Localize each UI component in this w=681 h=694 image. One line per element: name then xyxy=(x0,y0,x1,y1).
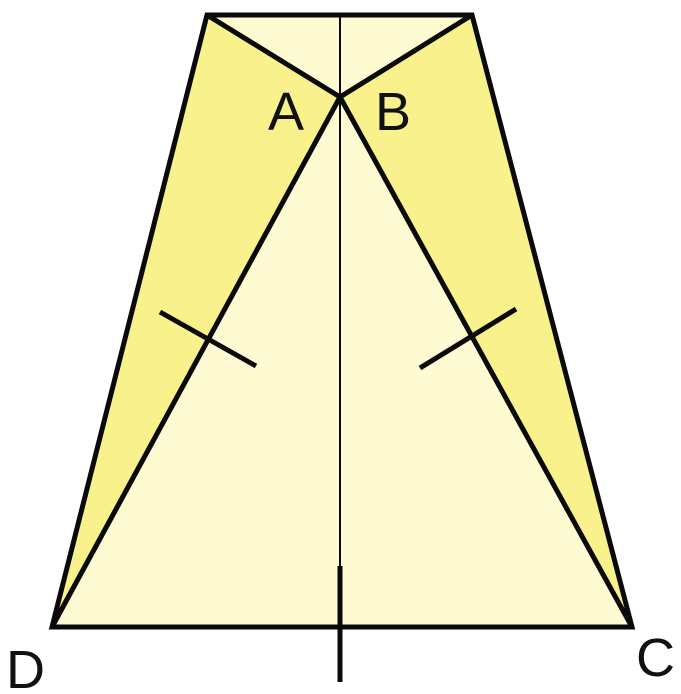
tick-mark-right-diagonal xyxy=(418,306,518,371)
label-b: B xyxy=(375,82,411,142)
label-d: D xyxy=(6,640,45,694)
right-shaded-triangle xyxy=(340,15,632,627)
tick-mark-left-diagonal xyxy=(158,309,258,369)
segment-apex-to-d xyxy=(49,95,343,629)
label-c: C xyxy=(636,628,675,688)
left-shaded-triangle xyxy=(52,15,340,627)
segment-top-right-to-apex xyxy=(338,12,474,100)
segment-top-left-to-apex xyxy=(205,12,342,100)
label-a: A xyxy=(268,82,304,142)
segment-apex-to-c xyxy=(337,95,635,629)
